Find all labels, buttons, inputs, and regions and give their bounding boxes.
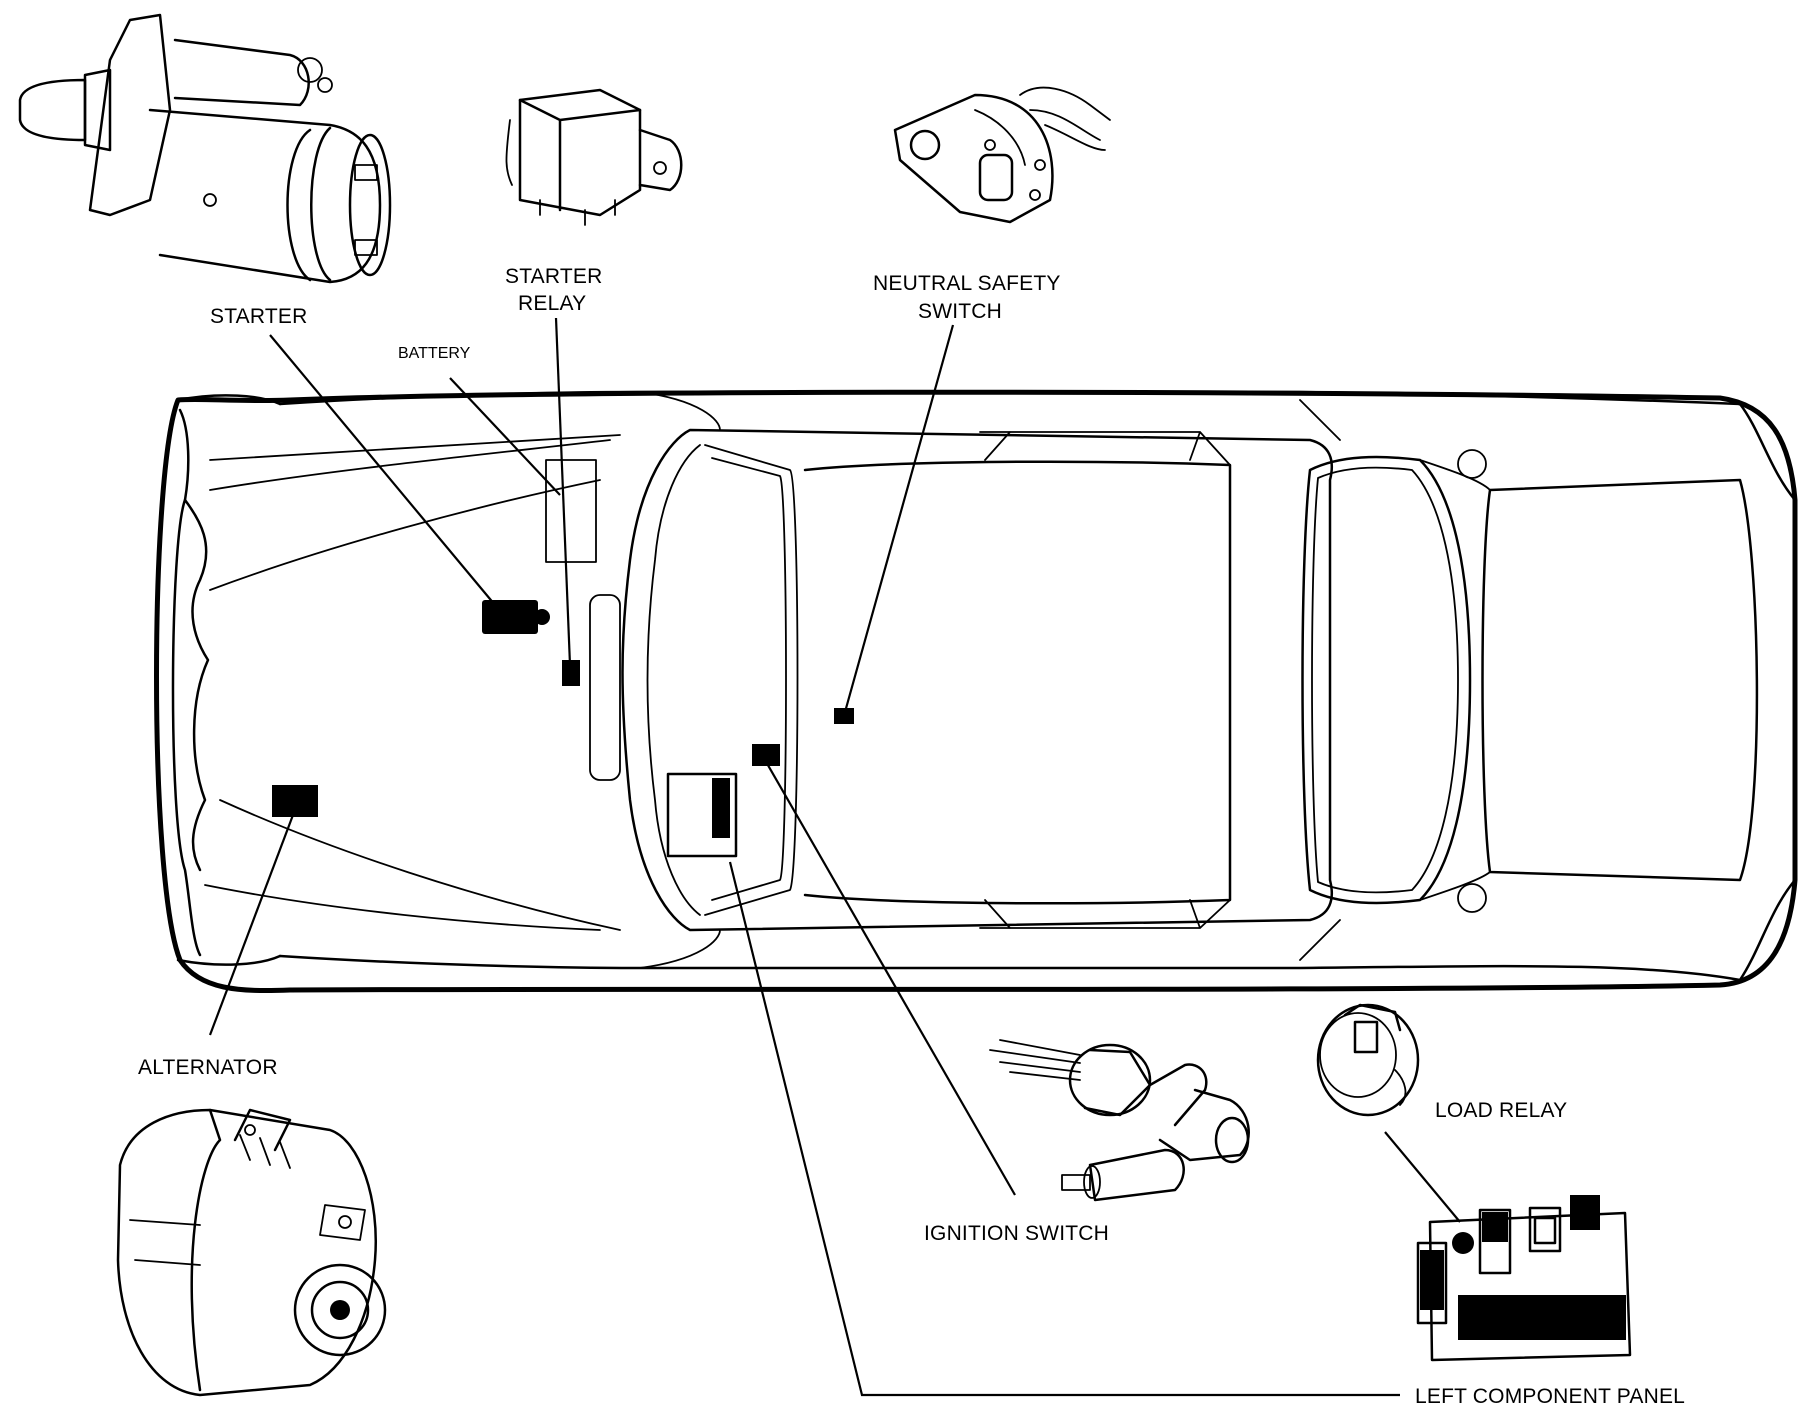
starter-motor-icon xyxy=(18,13,392,284)
component-panel-icon xyxy=(1416,1195,1632,1362)
neutral-safety-marker xyxy=(834,708,854,724)
label-neutral-safety-line2: SWITCH xyxy=(918,300,1002,323)
starter-relay-marker xyxy=(562,660,580,686)
car-body-outline xyxy=(154,389,1798,994)
alternator-icon xyxy=(116,1108,387,1397)
load-relay-icon xyxy=(1316,1003,1420,1117)
neutral-safety-switch-icon xyxy=(893,86,1111,224)
ignition-switch-marker xyxy=(752,744,780,766)
location-markers xyxy=(272,600,854,838)
leader-lines xyxy=(208,317,1461,1397)
ignition-switch-icon xyxy=(989,1039,1250,1202)
alternator-marker xyxy=(272,785,318,817)
label-starter: STARTER xyxy=(210,305,307,328)
label-ignition-switch: IGNITION SWITCH xyxy=(924,1222,1109,1245)
label-starter-relay-line1: STARTER xyxy=(505,265,602,288)
labels: STARTER STARTER RELAY BATTERY NEUTRAL SA… xyxy=(138,265,1685,1408)
label-starter-relay-line2: RELAY xyxy=(518,292,586,315)
starter-marker xyxy=(482,600,538,634)
load-relay-marker xyxy=(712,778,730,838)
label-neutral-safety-line1: NEUTRAL SAFETY xyxy=(873,272,1061,295)
label-battery: BATTERY xyxy=(398,345,471,362)
relay-icon xyxy=(505,88,683,226)
component-panel-box xyxy=(666,772,738,858)
label-alternator: ALTERNATOR xyxy=(138,1056,278,1079)
label-left-component-panel: LEFT COMPONENT PANEL xyxy=(1415,1385,1685,1408)
battery-box xyxy=(545,459,597,563)
label-load-relay: LOAD RELAY xyxy=(1435,1099,1567,1122)
